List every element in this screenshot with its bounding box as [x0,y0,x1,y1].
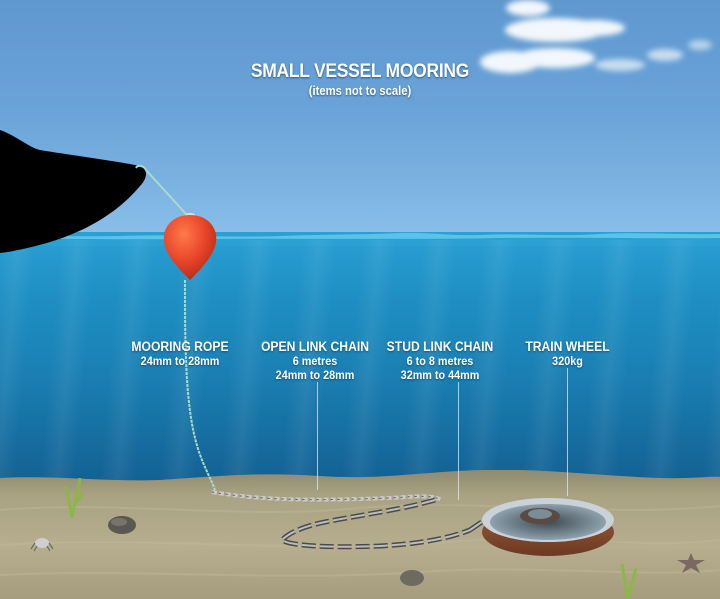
rock-small [400,570,424,586]
pointer-train-wheel [567,368,568,496]
open-link-chain [211,490,443,502]
diagram-title: SMALL VESSEL MOORING [250,61,470,82]
label-train-wheel-name: TRAIN WHEEL [525,339,610,354]
mooring-rope [184,279,216,491]
clouds [480,0,712,73]
diagram-subtitle: (items not to scale) [308,84,412,98]
water [0,232,720,492]
label-open-link-chain-length: 6 metres [292,354,338,368]
train-wheel [482,498,614,556]
label-open-link-chain-name: OPEN LINK CHAIN [260,339,369,354]
label-stud-link-chain-size: 32mm to 44mm [400,368,480,382]
boat-hull [0,130,146,253]
rock [108,516,136,534]
mooring-buoy [163,213,217,280]
bow-rope [135,164,187,215]
crab [30,538,54,552]
label-stud-link-chain: STUD LINK CHAIN 6 to 8 metres 32mm to 44… [375,339,505,383]
label-mooring-rope-size: 24mm to 28mm [140,354,220,368]
seaweed-right [620,563,638,599]
light-rays [0,240,720,480]
label-open-link-chain-size: 24mm to 28mm [275,368,355,382]
seaweed-left [64,477,84,518]
pointer-stud-link-chain [458,382,459,500]
label-open-link-chain: OPEN LINK CHAIN 6 metres 24mm to 28mm [250,339,380,383]
label-stud-link-chain-length: 6 to 8 metres [406,354,474,368]
starfish [677,553,705,573]
label-mooring-rope: MOORING ROPE 24mm to 28mm [120,339,240,369]
label-train-wheel-weight: 320kg [552,354,583,368]
label-mooring-rope-name: MOORING ROPE [131,339,229,354]
pointer-open-link-chain [317,382,318,490]
label-stud-link-chain-name: STUD LINK CHAIN [386,339,494,354]
label-train-wheel: TRAIN WHEEL 320kg [510,339,625,369]
